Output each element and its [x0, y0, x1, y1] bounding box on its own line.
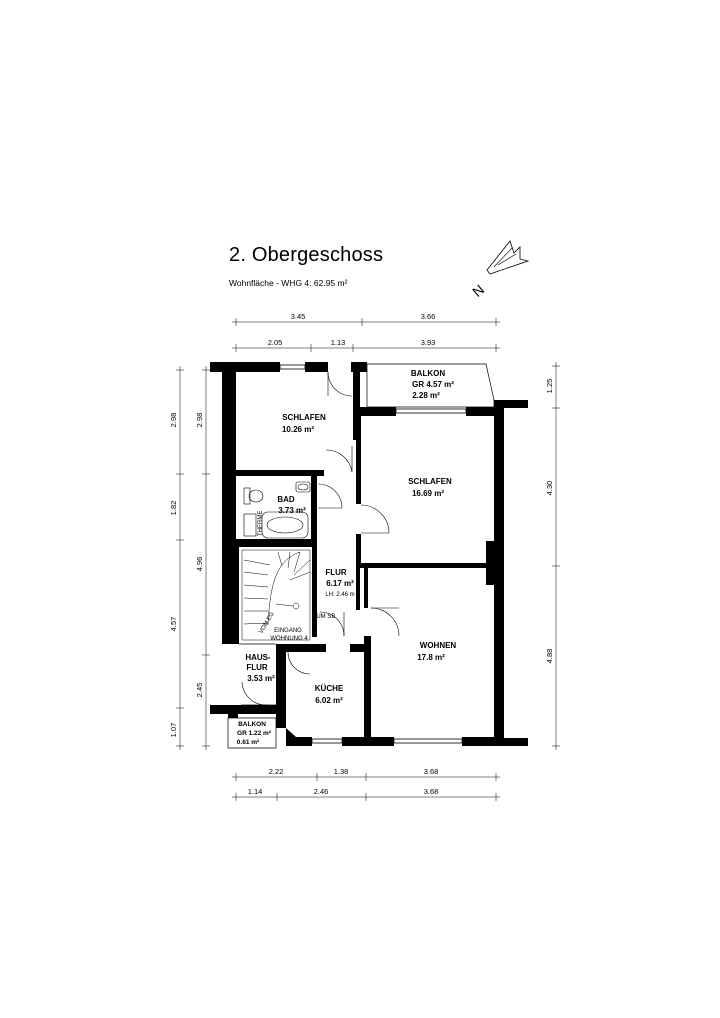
- room-flur-height: LH: 2.46 m: [325, 592, 354, 598]
- room-labels: SCHLAFEN 10.26 m² SCHLAFEN 16.69 m² BAD …: [237, 369, 457, 746]
- walls: [210, 362, 528, 746]
- dim-left-outer-d: 1.07: [169, 723, 178, 738]
- page-title: 2. Obergeschoss: [229, 244, 384, 266]
- dim-top-2a: 2.05: [268, 338, 283, 347]
- room-kueche-area: 6.02 m²: [315, 696, 343, 705]
- dim-left-outer-c: 4.57: [169, 617, 178, 632]
- staircase: [241, 549, 311, 641]
- thin-outlines: [227, 363, 495, 749]
- dim-right-a: 1.25: [545, 379, 554, 394]
- room-bad-area: 3.73 m²: [278, 506, 306, 515]
- dim-right-c: 4.88: [545, 649, 554, 664]
- door-swings: [241, 371, 400, 706]
- dim-bottom-2b: 2.46: [314, 787, 329, 796]
- bathtub-icon: [261, 511, 309, 539]
- dim-top-2b: 1.13: [331, 338, 346, 347]
- dim-right-b: 4.30: [545, 481, 554, 496]
- dim-bottom-2a: 1.14: [248, 787, 263, 796]
- room-bad-name: BAD: [277, 495, 295, 504]
- dim-top-1a: 3.45: [291, 312, 306, 321]
- eingang-label-2: WOHNUNG 4: [270, 636, 308, 642]
- zum-sb-label: ZUM SB: [313, 614, 336, 620]
- eingang-label-1: EINGANG: [274, 628, 302, 634]
- room-schlafen-2-name: SCHLAFEN: [408, 477, 452, 486]
- room-hausflur-name-2: FLUR: [246, 663, 268, 672]
- dim-bottom-2c: 3.68: [424, 787, 439, 796]
- dimension-lines: [176, 318, 560, 801]
- dim-top-1b: 3.66: [421, 312, 436, 321]
- north-arrow-label: N: [469, 281, 487, 300]
- room-schlafen-1-name: SCHLAFEN: [282, 413, 326, 422]
- balkon-bottom-net: 0.61 m²: [237, 739, 260, 746]
- room-hausflur-area: 3.53 m²: [247, 674, 275, 683]
- balkon-top-gross: GR 4.57 m²: [412, 380, 454, 389]
- dim-bottom-1a: 2.22: [269, 767, 284, 776]
- balkon-top-name: BALKON: [411, 369, 445, 378]
- balkon-top-net: 2.28 m²: [412, 391, 440, 400]
- north-arrow-icon: N: [469, 240, 530, 300]
- toilet-icon: [243, 487, 251, 505]
- room-flur-name: FLUR: [325, 568, 347, 577]
- room-hausflur-name-1: HAUS-: [245, 653, 271, 662]
- bath-fixtures: [243, 481, 311, 539]
- dim-left-outer-b: 1.82: [169, 501, 178, 516]
- dim-bottom-1c: 3.68: [424, 767, 439, 776]
- room-kueche-name: KÜCHE: [315, 684, 344, 693]
- dim-left-inner-c: 2.45: [195, 683, 204, 698]
- therme-icon: [243, 513, 257, 537]
- sink-icon: [295, 481, 311, 493]
- dim-top-2c: 3.93: [421, 338, 436, 347]
- dim-left-inner-a: 2.98: [195, 413, 204, 428]
- dim-left-inner-b: 4.96: [195, 557, 204, 572]
- room-wohnen-name: WOHNEN: [420, 641, 457, 650]
- balkon-bottom-name: BALKON: [238, 721, 266, 728]
- living-area-subtitle: Wohnfläche - WHG 4: 62.95 m²: [229, 278, 348, 288]
- room-schlafen-1-area: 10.26 m²: [282, 425, 314, 434]
- dim-left-outer-a: 2.98: [169, 413, 178, 428]
- room-flur-area: 6.17 m²: [326, 579, 354, 588]
- room-wohnen-area: 17.8 m²: [417, 653, 445, 662]
- therme-label: THERME: [258, 511, 264, 536]
- dim-bottom-1b: 1.38: [334, 767, 349, 776]
- balkon-bottom-gross: GR 1.22 m²: [237, 730, 272, 737]
- room-schlafen-2-area: 16.69 m²: [412, 489, 444, 498]
